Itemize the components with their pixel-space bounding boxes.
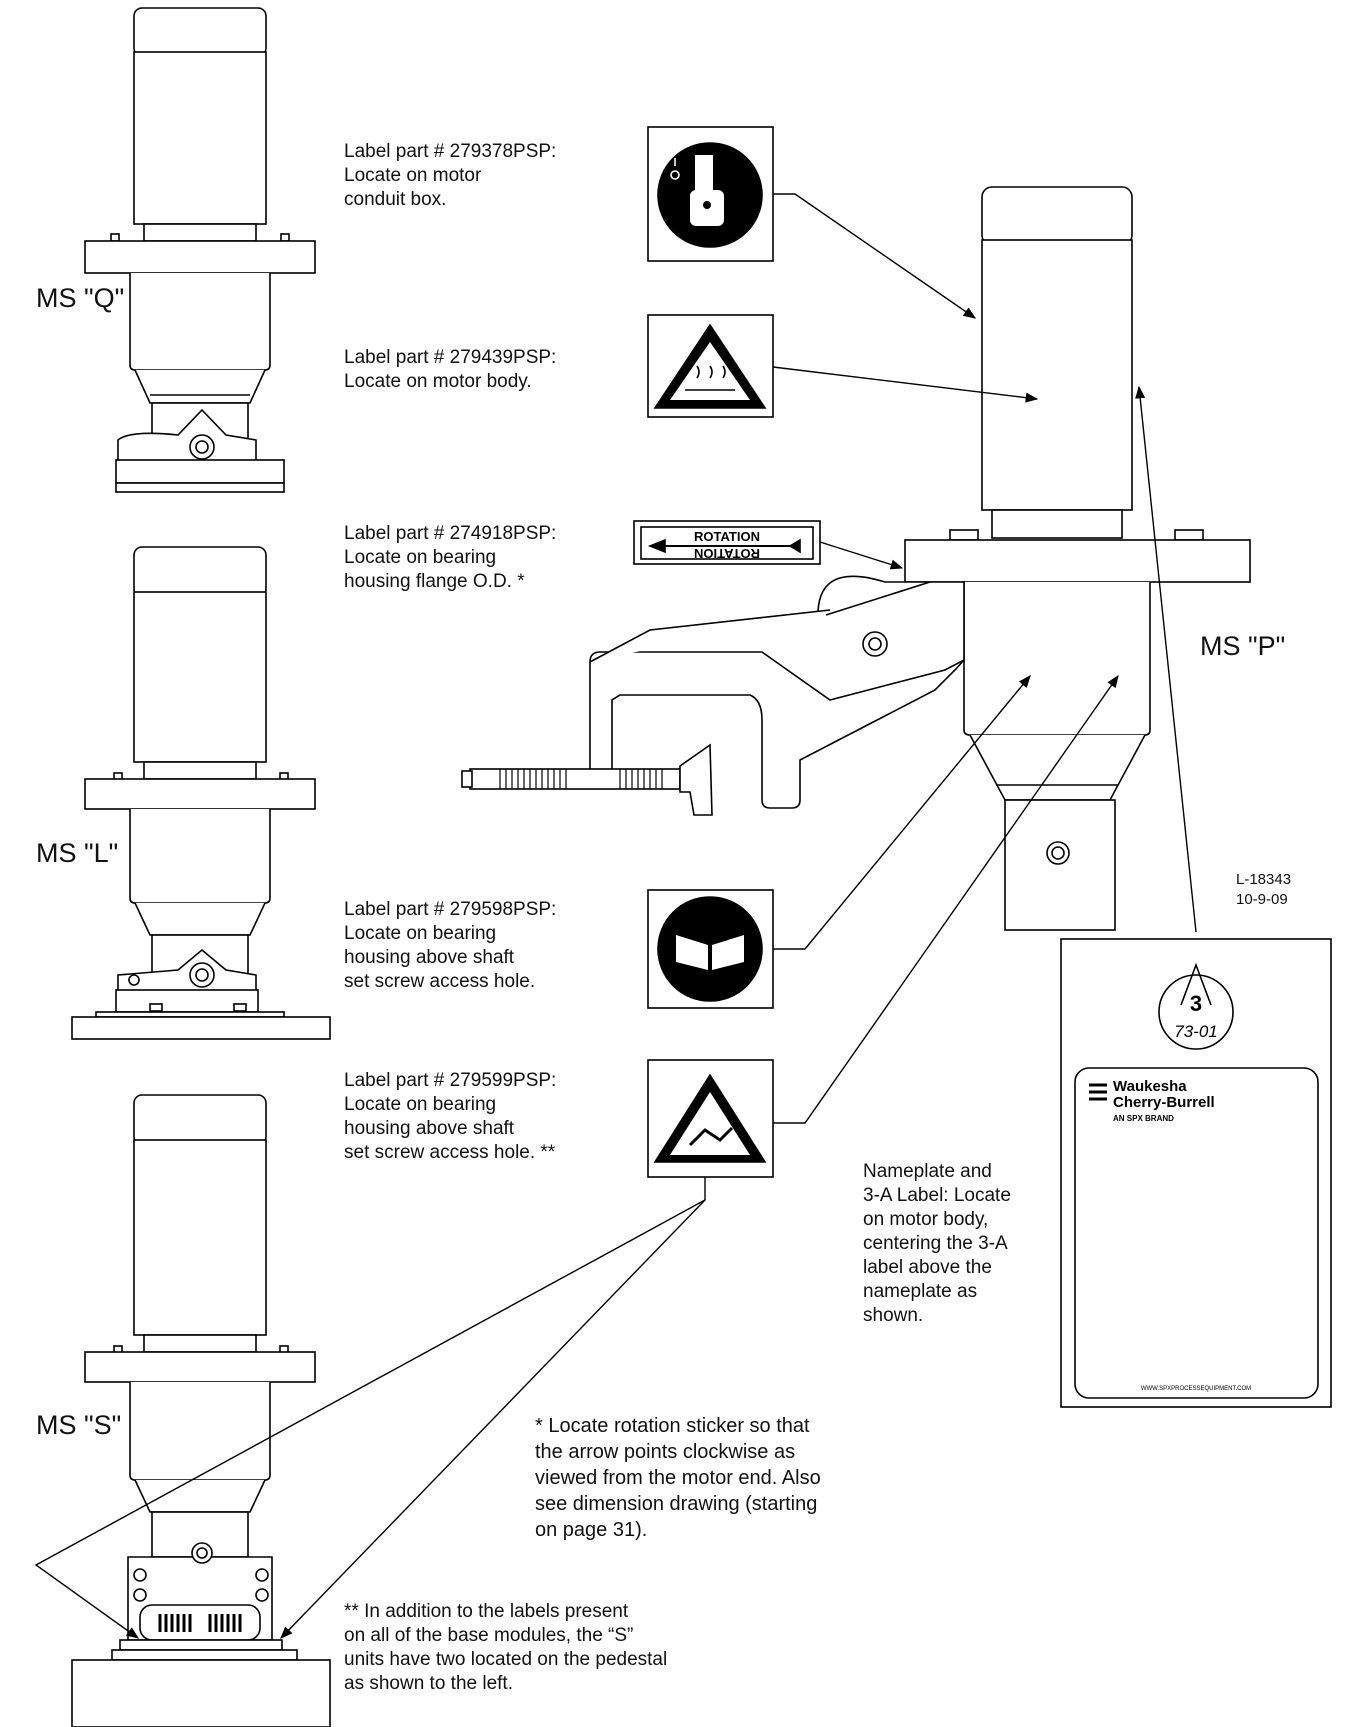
drawing-id: L-18343 10-9-09 bbox=[1236, 871, 1292, 908]
callout-279598: Label part # 279598PSP: Locate on bearin… bbox=[344, 899, 557, 992]
module-label-l: MS "L" bbox=[36, 838, 119, 868]
ms-l-unit bbox=[71, 546, 331, 1040]
module-label-q: MS "Q" bbox=[36, 283, 125, 313]
footnote-rotation: * Locate rotation sticker so that the ar… bbox=[535, 1415, 821, 1541]
nameplate-brand-line1: Waukesha bbox=[1113, 1078, 1187, 1095]
callout-279599: Label part # 279599PSP: Locate on bearin… bbox=[344, 1070, 557, 1163]
callout-274918: Label part # 274918PSP: Locate on bearin… bbox=[344, 523, 557, 592]
rotation-label-bottom: ROTATION bbox=[694, 546, 760, 561]
nameplate-tagline: AN SPX BRAND bbox=[1113, 1114, 1174, 1123]
three-a-code: 73-01 bbox=[1174, 1022, 1217, 1041]
nameplate-panel bbox=[1060, 938, 1332, 1408]
footnote-s-units: ** In addition to the labels present on … bbox=[344, 1601, 668, 1694]
ms-p-unit bbox=[461, 186, 1251, 931]
module-label-s: MS "S" bbox=[36, 1410, 122, 1440]
ms-s-unit bbox=[71, 1094, 331, 1727]
callout-279378: Label part # 279378PSP: Locate on motor … bbox=[344, 141, 557, 210]
nameplate-brand-line2: Cherry-Burrell bbox=[1113, 1094, 1215, 1111]
nameplate-url: WWW.SPXPROCESSEQUIPMENT.COM bbox=[1141, 1386, 1251, 1392]
icon-hot-surface-box bbox=[647, 314, 774, 418]
callout-279439: Label part # 279439PSP: Locate on motor … bbox=[344, 347, 557, 392]
icon-read-manual-box bbox=[647, 889, 774, 1009]
nameplate-note: Nameplate and 3-A Label: Locate on motor… bbox=[863, 1161, 1011, 1326]
icon-lockout-box bbox=[647, 126, 774, 262]
three-a-numeral: 3 bbox=[1190, 991, 1202, 1016]
rotation-label-top: ROTATION bbox=[694, 529, 760, 544]
icon-entanglement-box bbox=[647, 1059, 774, 1178]
module-label-p: MS "P" bbox=[1200, 631, 1286, 661]
ms-q-unit bbox=[84, 7, 316, 493]
